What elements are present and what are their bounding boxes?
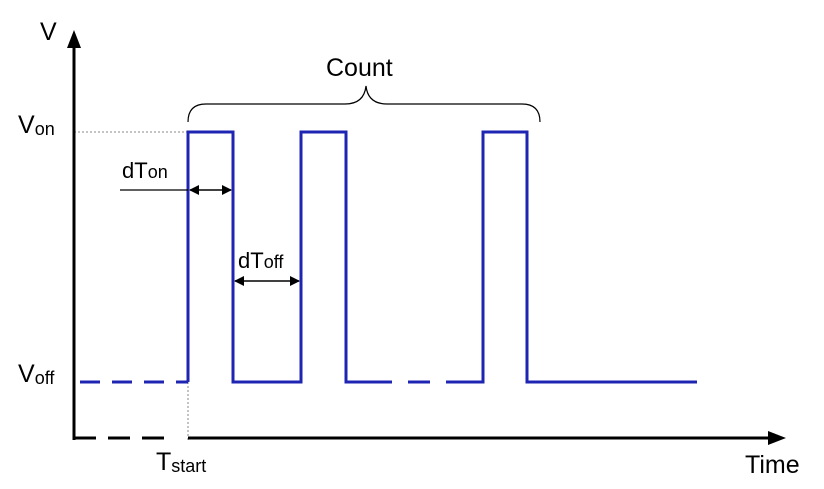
x-axis-label: Time (745, 451, 800, 479)
v-on-label: Von (18, 111, 55, 139)
waveform-pulses-1-2 (186, 130, 392, 384)
t-start-label: Tstart (156, 448, 206, 476)
dt-off-label: dToff (238, 248, 284, 273)
dt-on-label: dTon (122, 158, 168, 183)
y-axis-label: V (40, 18, 57, 46)
waveform-pulse-last (446, 130, 697, 384)
pulse-waveform (80, 130, 697, 384)
count-brace (187, 85, 541, 123)
v-off-label: Voff (18, 360, 55, 388)
y-axis-arrow-icon (67, 30, 81, 48)
count-label: Count (326, 54, 393, 82)
x-axis-arrow-icon (768, 431, 786, 445)
